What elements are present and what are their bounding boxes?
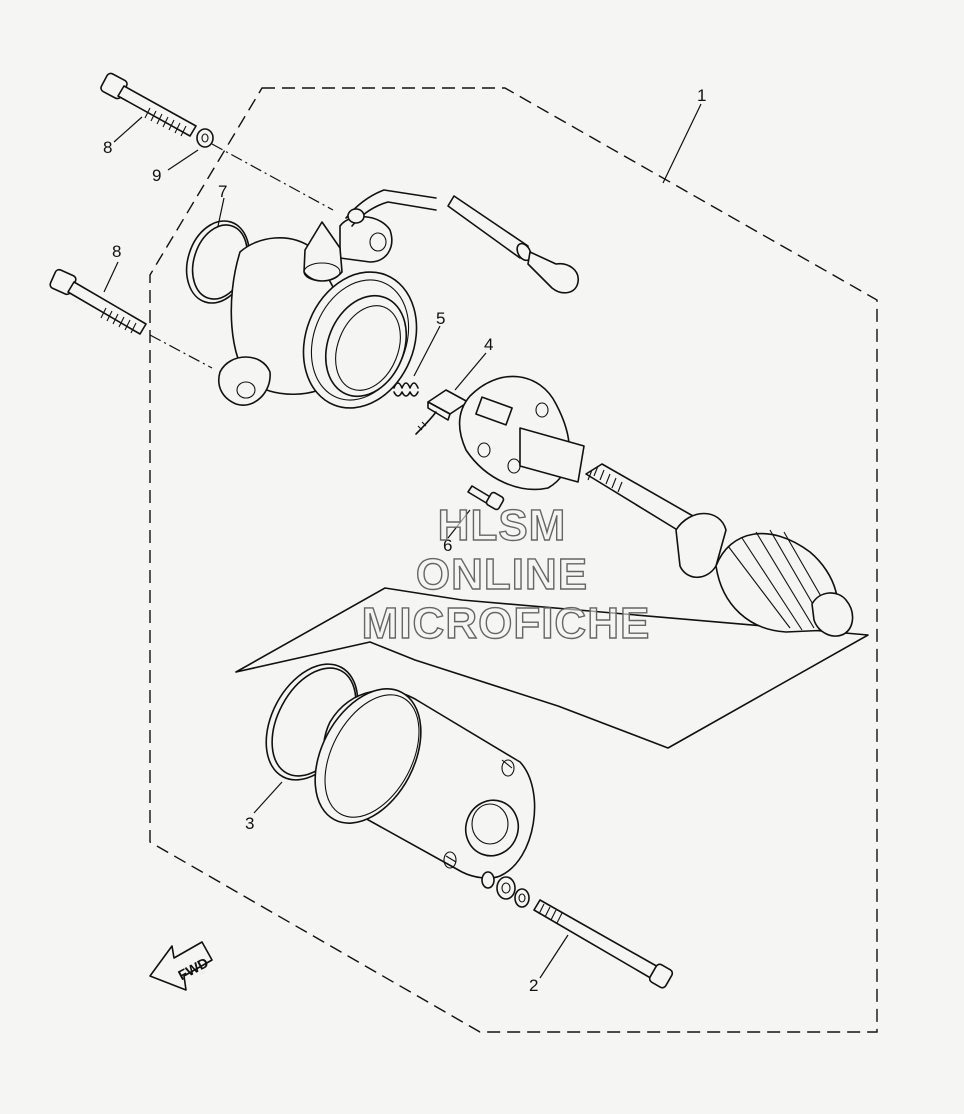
- callout-8-lower: 8: [112, 242, 121, 261]
- callout-4: 4: [484, 335, 493, 354]
- watermark: HLSM ONLINE MICROFICHE: [361, 500, 651, 648]
- watermark-line-1: HLSM: [438, 501, 567, 550]
- leader-lines: [103, 103, 702, 979]
- callout-2: 2: [529, 976, 538, 995]
- armature: [585, 463, 854, 637]
- watermark-line-2: ONLINE: [416, 550, 588, 599]
- callout-7: 7: [218, 182, 227, 201]
- subassembly-boundary: [235, 587, 869, 749]
- callout-labels: 1 2 3 4 5 6 7 8 8 9: [103, 86, 706, 995]
- yoke: [314, 688, 536, 879]
- bolt-8-upper: [100, 72, 197, 137]
- brush-spring-5: [393, 382, 419, 397]
- watermark-line-3: MICROFICHE: [362, 599, 651, 648]
- assembly-boundary: [149, 87, 878, 1033]
- washer-set: [481, 871, 530, 908]
- brush-holder: [458, 375, 585, 491]
- front-cover: [218, 215, 418, 409]
- callout-3: 3: [245, 814, 254, 833]
- callout-8-upper: 8: [103, 138, 112, 157]
- fwd-direction-arrow: FWD: [149, 941, 213, 991]
- breather-hose: [345, 189, 579, 294]
- callout-6: 6: [443, 536, 452, 555]
- callout-9: 9: [152, 166, 161, 185]
- through-bolt-2: [533, 899, 674, 989]
- screw-6: [467, 485, 505, 511]
- bolt-8-lower: [49, 268, 147, 335]
- callout-5: 5: [436, 309, 445, 328]
- washer-9: [196, 128, 214, 148]
- callout-1: 1: [697, 86, 706, 105]
